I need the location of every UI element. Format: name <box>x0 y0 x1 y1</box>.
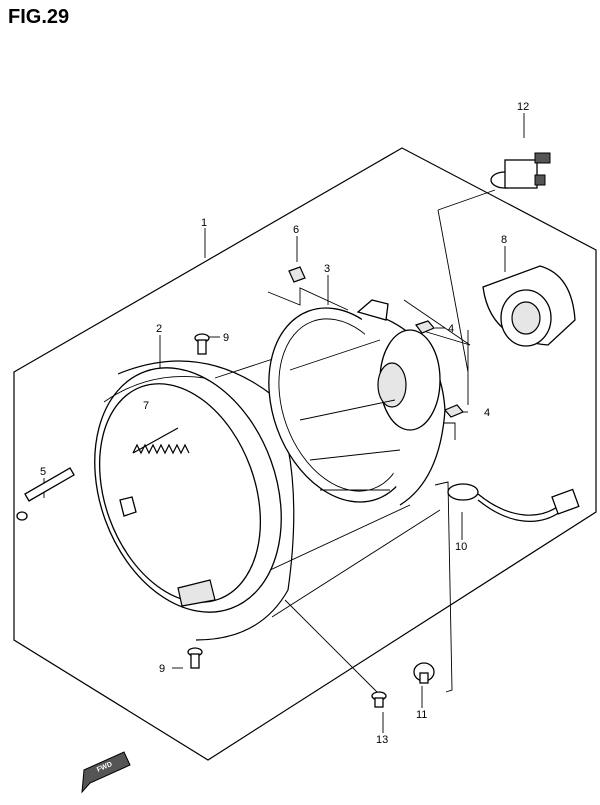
headlight-bulb <box>490 152 551 189</box>
callout-4a: 4 <box>448 323 454 335</box>
callout-3: 3 <box>324 263 330 275</box>
callout-12: 12 <box>517 101 529 113</box>
position-lamp-socket <box>447 483 580 522</box>
callout-1: 1 <box>201 217 207 229</box>
nut-lower <box>444 404 464 418</box>
callout-9a: 9 <box>223 332 229 344</box>
rim-screw <box>16 467 75 521</box>
leader-lines <box>43 113 525 733</box>
callout-7: 7 <box>143 400 149 412</box>
assembly-outline <box>13 147 597 761</box>
socket-cover <box>482 265 576 347</box>
callout-6: 6 <box>293 224 299 236</box>
adjusting-spring <box>132 427 190 455</box>
callout-13: 13 <box>376 734 388 746</box>
figure-title: FIG.29 <box>8 6 70 28</box>
forward-arrow-icon: FWD <box>81 751 131 794</box>
screw-lower <box>187 647 203 669</box>
callout-9b: 9 <box>159 663 165 675</box>
headlight-unit <box>268 299 446 506</box>
callout-10: 10 <box>455 541 467 553</box>
callout-8: 8 <box>501 234 507 246</box>
callout-11: 11 <box>416 709 427 721</box>
nut-top <box>288 266 306 283</box>
callout-5: 5 <box>40 466 46 478</box>
screw-upper <box>194 333 210 355</box>
position-bulb <box>413 662 435 684</box>
headlight-rim <box>94 360 295 641</box>
nut-upper <box>415 320 435 334</box>
callout-2: 2 <box>156 323 162 335</box>
screw-small <box>371 691 387 708</box>
callout-4b: 4 <box>484 407 490 419</box>
